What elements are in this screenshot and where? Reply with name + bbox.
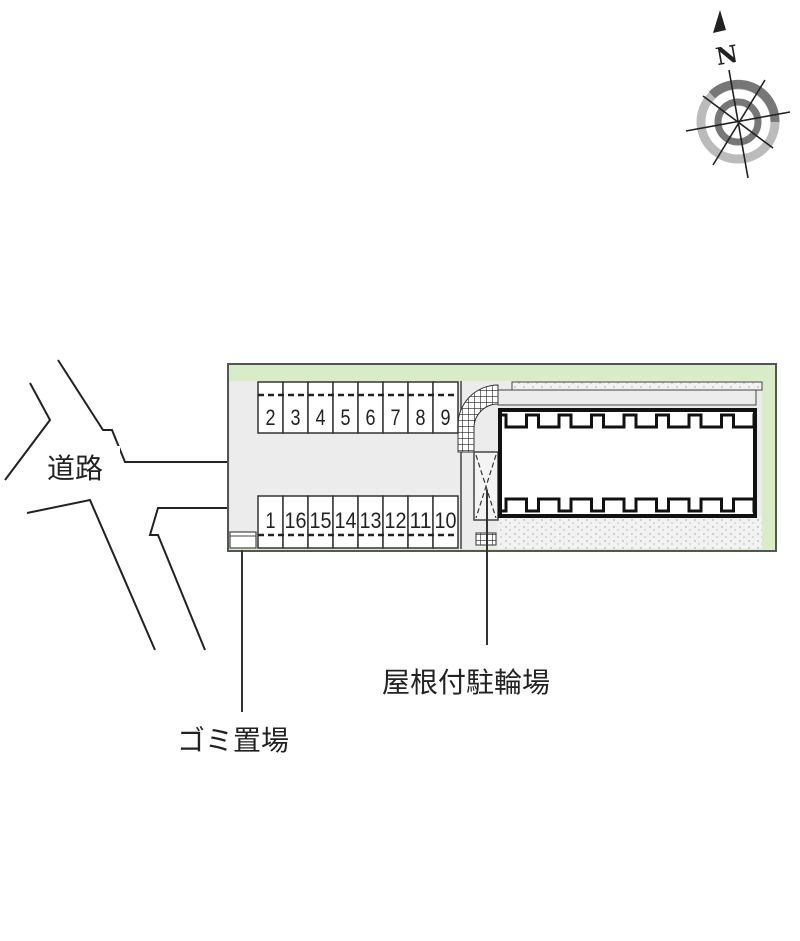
parking-space <box>407 495 434 549</box>
parking-space <box>357 495 384 549</box>
parking-space <box>332 495 359 549</box>
parking-space <box>432 381 459 434</box>
road-outline <box>4 359 228 651</box>
parking-space-number: 15 <box>310 508 332 533</box>
parking-space-number: 12 <box>385 508 407 533</box>
north-compass-icon: N <box>685 10 791 179</box>
parking-space <box>332 381 359 434</box>
parking-space-number: 3 <box>291 405 301 430</box>
parking-space-number: 2 <box>266 405 276 430</box>
parking-space-number: 10 <box>435 508 457 533</box>
parking-space-number: 6 <box>366 405 376 430</box>
road-label: 道路 <box>47 452 103 485</box>
parking-space-number: 14 <box>335 508 357 533</box>
parking-space-number: 8 <box>416 405 426 430</box>
parking-space <box>257 495 284 549</box>
parking-space-number: 9 <box>441 405 451 430</box>
parking-space-number: 7 <box>391 405 401 430</box>
garbage-area <box>229 531 257 549</box>
parking-space-number: 5 <box>341 405 351 430</box>
parking-space-number: 4 <box>316 405 326 430</box>
parking-space <box>382 495 409 549</box>
parking-space <box>432 495 459 549</box>
building <box>498 408 757 518</box>
parking-space-number: 1 <box>266 508 276 533</box>
parking-space <box>282 381 309 434</box>
north-label: N <box>714 39 741 71</box>
tiled-walkway <box>457 384 499 453</box>
parking-space-number: 16 <box>285 508 307 533</box>
garbage-area-label: ゴミ置場 <box>177 724 289 757</box>
parking-space-number: 13 <box>360 508 382 533</box>
parking-space-number: 11 <box>410 508 432 533</box>
covered-bicycle-parking-label: 屋根付駐輪場 <box>382 666 550 699</box>
